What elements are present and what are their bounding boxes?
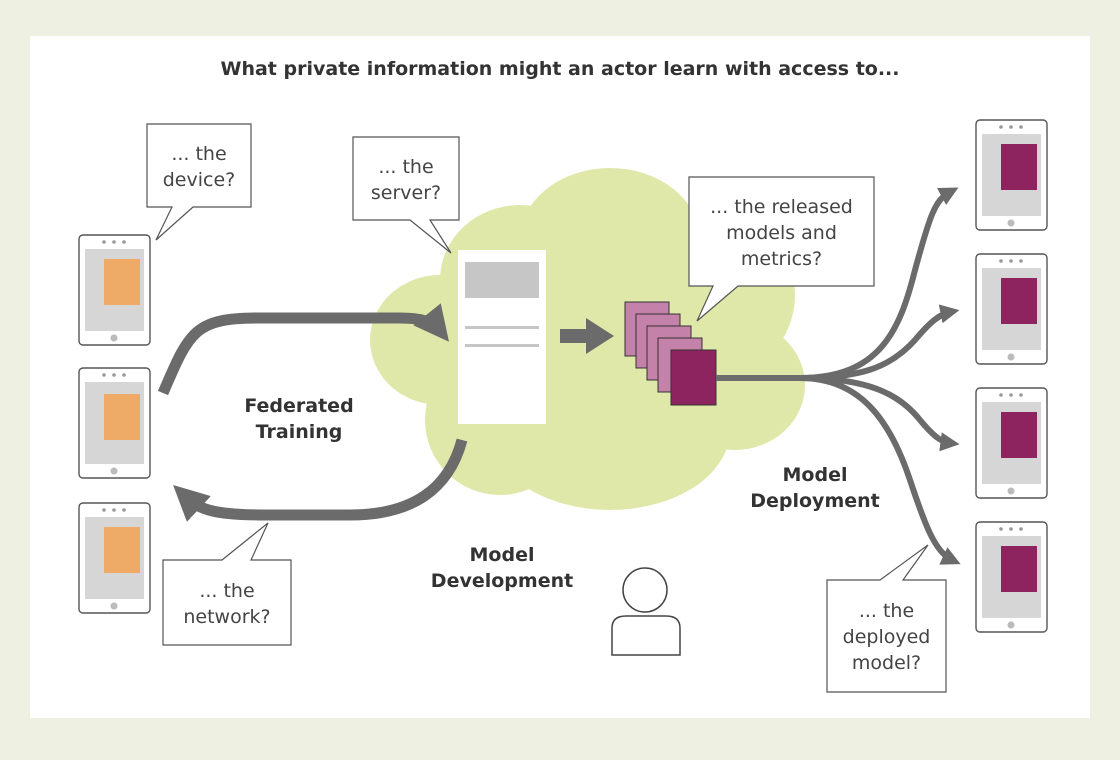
device-bubble-text: ... the device? [147, 141, 251, 193]
released-bubble-line-2: models and [726, 222, 837, 244]
deployment-arrows [716, 187, 961, 565]
network-bubble [162, 522, 292, 646]
model-stack-icon [624, 301, 717, 406]
diagram-title: What private information might an actor … [220, 58, 900, 80]
model-deployment-line-1: Model [782, 464, 848, 486]
model-development-line-1: Model [469, 544, 535, 566]
network-bubble-line-2: network? [183, 606, 271, 628]
client-phone-1 [78, 234, 151, 346]
server-bubble-line-2: server? [370, 182, 442, 204]
deployed-phone-3 [975, 387, 1048, 499]
deployed-bubble-line-2: deployed [842, 626, 931, 648]
model-development-label: Model Development [417, 542, 587, 594]
network-bubble-line-1: ... the [199, 580, 255, 602]
download-arrow [173, 438, 468, 522]
model-deployment-label: Model Deployment [735, 462, 895, 514]
person-icon [611, 567, 681, 656]
device-bubble-line-1: ... the [171, 143, 227, 165]
server-document-icon [458, 250, 546, 424]
upload-arrow [157, 303, 450, 396]
deployed-bubble-line-1: ... the [858, 600, 915, 622]
federated-training-label: Federated Training [224, 393, 374, 445]
network-bubble-text: ... the network? [163, 578, 291, 630]
federated-training-line-1: Federated [244, 395, 354, 417]
device-bubble [146, 123, 252, 241]
deployed-phone-4 [975, 521, 1048, 633]
model-release-arrow-icon [560, 318, 614, 354]
model-deployment-line-2: Deployment [750, 490, 880, 512]
client-phone-2 [78, 367, 151, 479]
server-bubble [352, 136, 460, 254]
deployed-bubble [826, 544, 947, 693]
deployed-phone-2 [975, 253, 1048, 365]
model-development-line-2: Development [430, 570, 574, 592]
client-phone-3 [78, 502, 151, 614]
deployed-bubble-text: ... the deployed model? [827, 598, 946, 676]
released-bubble-line-3: metrics? [740, 248, 823, 270]
device-bubble-line-2: device? [162, 169, 236, 191]
released-bubble-text: ... the released models and metrics? [689, 194, 874, 272]
released-bubble-line-1: ... the released [710, 196, 853, 218]
released-bubble [688, 176, 875, 322]
server-bubble-text: ... the server? [353, 154, 459, 206]
federated-training-line-2: Training [255, 421, 343, 443]
deployed-bubble-line-3: model? [851, 652, 922, 674]
server-bubble-line-1: ... the [378, 156, 434, 178]
deployed-phone-1 [975, 119, 1048, 231]
